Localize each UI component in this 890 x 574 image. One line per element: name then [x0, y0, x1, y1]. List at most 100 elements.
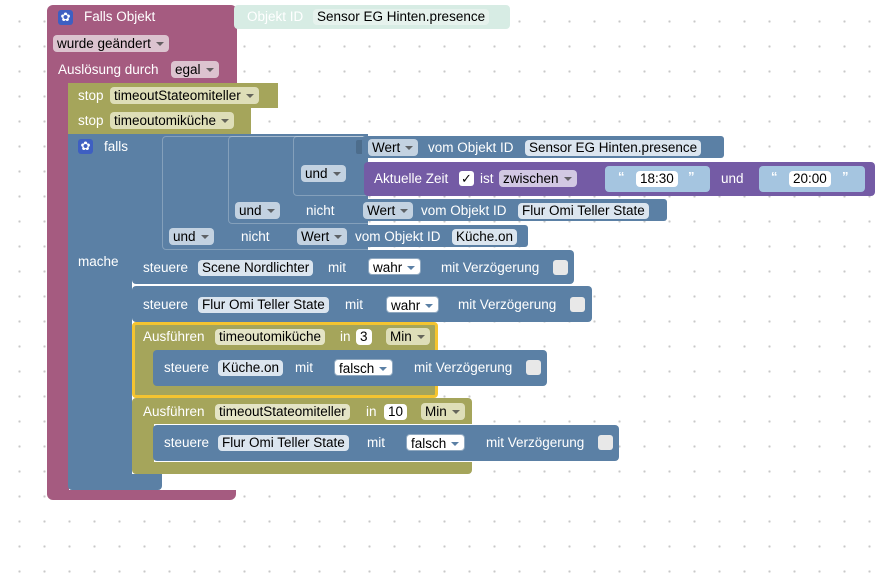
time-checkbox[interactable]: ✓ [459, 171, 474, 186]
and-dropdown-3[interactable]: und [169, 228, 214, 245]
value-label-3: Wert [301, 229, 330, 244]
from-object-label-3: vom Objekt ID [355, 229, 441, 244]
control-label-3: steuere [164, 360, 210, 375]
chevron-down-icon [379, 367, 388, 371]
object-field-3[interactable]: Küche.on [452, 229, 518, 245]
chevron-down-icon [200, 235, 209, 239]
chevron-down-icon [155, 42, 164, 46]
chevron-down-icon [245, 94, 254, 98]
change-mode-value: wurde geändert [57, 36, 151, 51]
chevron-down-icon [400, 209, 409, 213]
control-value-dropdown-1[interactable]: wahr [368, 258, 422, 275]
stop-timer-dropdown-2[interactable]: timeoutomiküche [110, 112, 235, 129]
trigger-by-dropdown[interactable]: egal [171, 61, 219, 78]
run-unit-1: Min [390, 329, 412, 344]
value-dropdown-3[interactable]: Wert [297, 228, 348, 245]
chevron-down-icon [407, 266, 416, 270]
chevron-down-icon [266, 209, 275, 213]
chevron-down-icon [451, 410, 460, 414]
and-label-1: und [305, 166, 328, 181]
with-label-2: mit [345, 297, 363, 312]
control-value-1: wahr [373, 260, 403, 275]
chevron-down-icon [221, 119, 230, 123]
stop-timer-dropdown-1[interactable]: timeoutStateomiteller [110, 87, 259, 104]
control-label-2: steuere [143, 297, 189, 312]
do-label: mache [78, 254, 119, 269]
and-dropdown-1[interactable]: und [301, 165, 346, 182]
control-target-4[interactable]: Flur Omi Teller State [218, 435, 349, 451]
chevron-down-icon [405, 146, 414, 150]
control-value-dropdown-2[interactable]: wahr [386, 296, 440, 313]
delay-checkbox-1[interactable] [553, 260, 568, 275]
with-label-3: mit [295, 360, 313, 375]
trigger-by-value: egal [175, 62, 201, 77]
time-and-label: und [721, 171, 744, 186]
trigger-block-spine [47, 84, 69, 498]
gear-icon[interactable]: ✿ [78, 139, 93, 154]
run-unit-2: Min [425, 404, 447, 419]
between-value: zwischen [503, 171, 559, 186]
run-delay-2[interactable]: 10 [384, 404, 408, 420]
chevron-down-icon [425, 304, 434, 308]
if-block-spine [68, 249, 132, 474]
chevron-down-icon [205, 68, 214, 72]
trigger-title: Falls Objekt [84, 9, 156, 24]
and-label-3: und [173, 229, 196, 244]
in-label-2: in [366, 404, 377, 419]
value-dropdown-2[interactable]: Wert [363, 202, 414, 219]
with-label-4: mit [367, 435, 385, 450]
object-id-label: Objekt ID [247, 9, 304, 24]
chevron-down-icon [451, 442, 460, 446]
delay-label-3: mit Verzögerung [414, 360, 513, 375]
control-value-dropdown-4[interactable]: falsch [406, 434, 466, 451]
chevron-down-icon [332, 172, 341, 176]
change-mode-dropdown[interactable]: wurde geändert [53, 35, 169, 52]
value-dropdown-1[interactable]: Wert [368, 139, 419, 156]
stop-timer-value-2: timeoutomiküche [114, 113, 217, 128]
and-label-2: und [239, 203, 262, 218]
from-object-label-1: vom Objekt ID [428, 140, 514, 155]
trigger-by-label: Auslösung durch [58, 62, 159, 77]
object-field-2[interactable]: Flur Omi Teller State [518, 203, 649, 219]
stop-label-1: stop [78, 88, 104, 103]
and-dropdown-2[interactable]: und [235, 202, 280, 219]
run-timer-1[interactable]: timeoutomiküche [215, 329, 326, 345]
control-value-3: falsch [339, 361, 375, 376]
run-label-2: Ausführen [143, 404, 205, 419]
chevron-down-icon [334, 235, 343, 239]
if-block-footer [68, 474, 162, 490]
close-quote-icon: ” [688, 169, 695, 184]
control-value-4: falsch [411, 436, 447, 451]
object-field-1[interactable]: Sensor EG Hinten.presence [525, 140, 702, 156]
delay-label-1: mit Verzögerung [441, 260, 540, 275]
control-label-4: steuere [164, 435, 210, 450]
delay-label-2: mit Verzögerung [458, 297, 557, 312]
object-id-value[interactable]: Sensor EG Hinten.presence [313, 9, 490, 25]
delay-label-4: mit Verzögerung [486, 435, 585, 450]
delay-checkbox-3[interactable] [526, 360, 541, 375]
time-to-field[interactable]: 20:00 [789, 171, 831, 187]
between-dropdown[interactable]: zwischen [499, 170, 577, 187]
run-unit-dropdown-2[interactable]: Min [421, 403, 465, 420]
not-label-2: nicht [241, 229, 270, 244]
run-delay-1[interactable]: 3 [356, 329, 372, 345]
run-timer-2[interactable]: timeoutStateomiteller [215, 404, 350, 420]
delay-checkbox-2[interactable] [570, 297, 585, 312]
in-label-1: in [340, 329, 351, 344]
trigger-block-footer [47, 490, 236, 500]
time-label: Aktuelle Zeit [374, 171, 449, 186]
delay-checkbox-4[interactable] [598, 435, 613, 450]
control-value-dropdown-3[interactable]: falsch [334, 359, 394, 376]
time-from-field[interactable]: 18:30 [636, 171, 678, 187]
control-target-1[interactable]: Scene Nordlichter [198, 260, 314, 276]
with-label-1: mit [328, 260, 346, 275]
from-object-label-2: vom Objekt ID [421, 203, 507, 218]
if-label: falls [104, 139, 129, 154]
run-label-1: Ausführen [143, 329, 205, 344]
is-label: ist [480, 171, 494, 186]
gear-icon[interactable]: ✿ [58, 10, 73, 25]
control-target-3[interactable]: Küche.on [218, 360, 284, 376]
run-unit-dropdown-1[interactable]: Min [386, 328, 430, 345]
run-block-2-spine [132, 423, 154, 463]
control-target-2[interactable]: Flur Omi Teller State [198, 297, 329, 313]
